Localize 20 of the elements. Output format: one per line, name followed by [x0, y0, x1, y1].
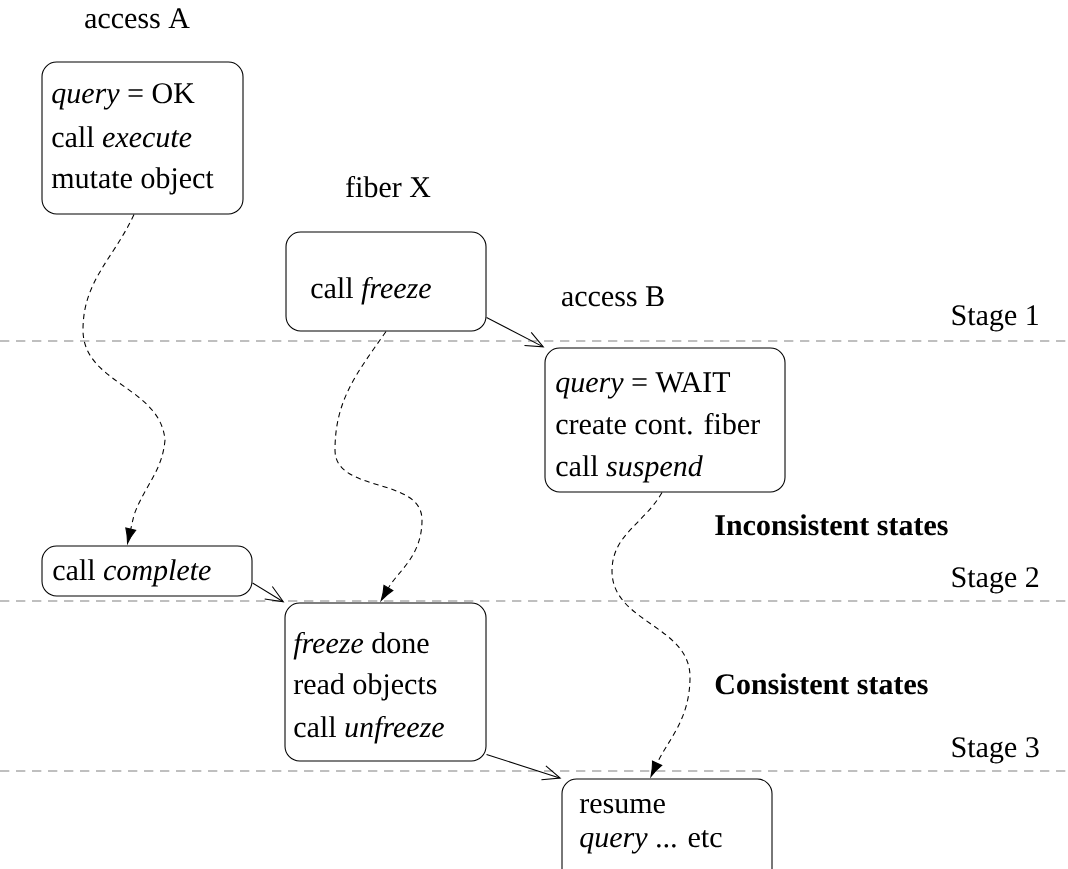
arrow [82, 214, 166, 544]
stage-label: Stage 1 [952, 305, 1038, 332]
arrow [486, 754, 562, 781]
process-box: query = OK call execute mutate object [41, 61, 244, 215]
process-box: call freeze [285, 231, 487, 332]
arrow [334, 331, 423, 601]
process-box: call complete [41, 545, 253, 597]
stage-label: Stage 2 [952, 567, 1039, 594]
heading-text: fiber X [346, 175, 431, 198]
stage-label: Stage 3 [952, 737, 1039, 764]
process-box: freeze done read objects call unfreeze [284, 602, 487, 762]
section-label: Inconsistent states [715, 514, 948, 536]
section-label: Consistent states [715, 673, 928, 695]
arrow [486, 317, 545, 348]
arrow [252, 582, 285, 603]
process-box: query = WAIT create cont. fiber call suspend [544, 347, 786, 493]
arrow [611, 492, 691, 777]
process-box: resume query ... etc [561, 778, 773, 869]
heading-text: access A [85, 8, 190, 29]
heading-text: access B [562, 286, 664, 307]
